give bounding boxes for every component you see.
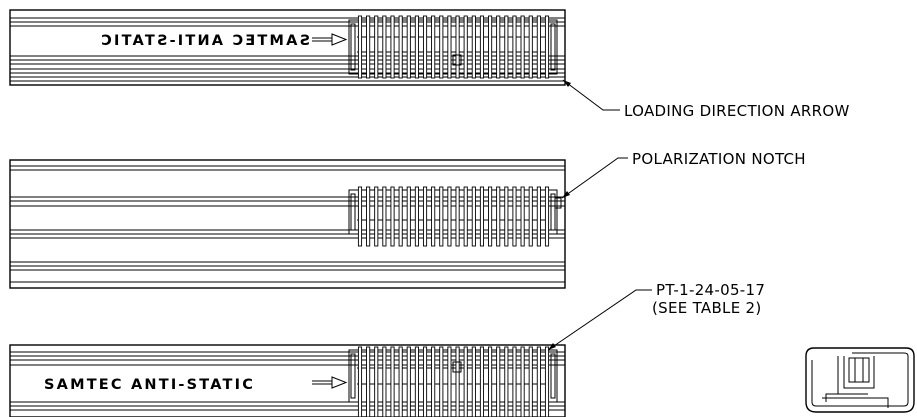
tube-view-top: SAMTEC ANTI-STATIC: [9, 9, 566, 86]
connector-pin: [357, 15, 363, 79]
polarization-label: POLARIZATION NOTCH: [632, 150, 806, 168]
connector-pin: [520, 186, 525, 247]
connector-pin: [431, 346, 436, 417]
connector-pin: [431, 186, 436, 247]
connector-pin: [398, 15, 403, 79]
connector-pin: [422, 186, 428, 247]
connector-pin: [398, 346, 403, 417]
callout-part-number: PT-1-24-05-17 (SEE TABLE 2): [547, 281, 765, 351]
connector-pin: [406, 186, 411, 247]
connector-pin: [536, 186, 541, 247]
connector-pin: [471, 186, 476, 247]
tube-end-view: [805, 347, 915, 413]
connector-pin: [463, 186, 468, 247]
connector-pin: [471, 15, 476, 79]
connector-pin: [528, 186, 533, 247]
connector-pin: [504, 346, 509, 417]
connector-pin: [390, 346, 395, 417]
connector-pin: [544, 346, 550, 417]
connector-pin: [390, 186, 395, 247]
callout-polarization: POLARIZATION NOTCH: [561, 150, 806, 199]
connector-pin: [512, 15, 517, 79]
connector-pin: [406, 15, 411, 79]
connector-pin: [463, 346, 468, 417]
connector-pin: [374, 15, 379, 79]
connector-pin: [439, 186, 444, 247]
connector-pin: [528, 346, 533, 417]
brand-label: SAMTEC ANTI-STATIC: [44, 377, 255, 393]
connector-pin: [455, 346, 460, 417]
connector-pin: [536, 15, 541, 79]
connector-pin: [488, 346, 493, 417]
connector-pin: [447, 346, 452, 417]
connector-pin: [528, 15, 533, 79]
connector-pin: [536, 346, 541, 417]
connector-pin: [366, 346, 371, 417]
connector-pin: [504, 186, 509, 247]
connector-pin: [479, 186, 485, 247]
connector-pin: [382, 346, 387, 417]
tube-view-bottom: SAMTEC ANTI-STATIC: [9, 344, 566, 417]
connector-pin: [439, 15, 444, 79]
connector-pin: [406, 346, 411, 417]
connector-pin: [544, 186, 550, 247]
connector-pin: [512, 346, 517, 417]
connector-pin: [357, 186, 363, 247]
connector-pin: [512, 186, 517, 247]
connector-pin: [414, 15, 419, 79]
connector-pin: [520, 15, 525, 79]
connector-pin: [439, 346, 444, 417]
connector-pin: [422, 15, 428, 79]
connector-pin: [455, 186, 460, 247]
connector-pin: [398, 186, 403, 247]
connector-pin: [366, 15, 371, 79]
loading-direction-label: LOADING DIRECTION ARROW: [624, 102, 850, 120]
connector-pin: [447, 15, 452, 79]
connector-top: [348, 15, 558, 79]
direction-arrow-top: [312, 33, 348, 46]
connector-middle: [348, 186, 562, 247]
connector-pin: [479, 346, 485, 417]
direction-arrow-bottom: [312, 376, 348, 389]
connector-pin: [544, 15, 550, 79]
connector-pin: [496, 186, 501, 247]
connector-pin: [504, 15, 509, 79]
connector-pin: [414, 186, 419, 247]
connector-pin: [431, 15, 436, 79]
connector-pin: [374, 346, 379, 417]
connector-pin: [422, 346, 428, 417]
part-number-label: PT-1-24-05-17: [656, 281, 765, 299]
connector-pin: [414, 346, 419, 417]
connector-pin: [374, 186, 379, 247]
connector-pin: [471, 346, 476, 417]
connector-pin: [366, 186, 371, 247]
connector-pin: [390, 15, 395, 79]
connector-pin: [496, 346, 501, 417]
connector-pin: [447, 186, 452, 247]
connector-bottom: [348, 346, 558, 417]
connector-pin: [496, 15, 501, 79]
connector-pin: [520, 346, 525, 417]
brand-label-mirrored: SAMTEC ANTI-STATIC: [99, 33, 310, 49]
connector-pin: [357, 346, 363, 417]
connector-pin: [382, 186, 387, 247]
callout-loading-direction: LOADING DIRECTION ARROW: [562, 79, 850, 120]
connector-pin: [455, 15, 460, 79]
connector-pin: [488, 186, 493, 247]
tube-view-middle: [9, 159, 566, 289]
polarization-notch: [554, 197, 562, 209]
table-reference-label: (SEE TABLE 2): [652, 299, 762, 317]
connector-pin: [463, 15, 468, 79]
connector-pin: [488, 15, 493, 79]
connector-pin: [479, 15, 485, 79]
connector-pin: [382, 15, 387, 79]
